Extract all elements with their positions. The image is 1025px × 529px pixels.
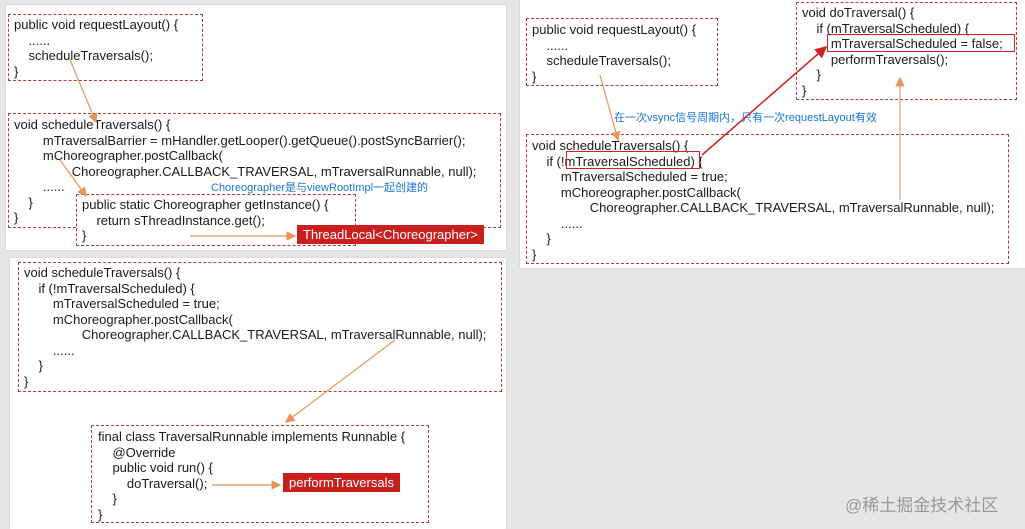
get-instance-code: public static Choreographer getInstance(… [82, 197, 328, 244]
code-line: } [24, 373, 29, 389]
code-line: final class TraversalRunnable implements… [98, 429, 406, 444]
arrow-choreographer-to-instance [59, 159, 87, 197]
code-line: void scheduleTraversals() { [532, 138, 689, 153]
code-line: } [82, 228, 87, 243]
code-line: } [532, 246, 537, 262]
code-line: } [14, 63, 19, 79]
code-line: public void requestLayout() { [532, 22, 697, 37]
not-scheduled-highlight [566, 151, 700, 169]
code-line: } [24, 358, 43, 373]
request-layout-code: public void requestLayout() { ...... sch… [14, 17, 178, 79]
code-line: @Override [98, 444, 176, 460]
false-highlight [827, 34, 1015, 52]
code-line: mTraversalScheduled = true; [24, 296, 220, 311]
schedule-traversals-code: void scheduleTraversals() { mTraversalBa… [14, 117, 476, 226]
code-line: } [14, 210, 19, 225]
schedule-traversals-code: void scheduleTraversals() { if (!mTraver… [532, 138, 994, 262]
code-line: } [14, 194, 33, 210]
code-line: ...... [532, 37, 569, 53]
code-line: if (!mTraversalScheduled) { [532, 153, 703, 169]
arrow-request-to-schedule-b [599, 74, 621, 142]
do-traversal-code: void doTraversal() { if (mTraversalSched… [802, 5, 1003, 98]
code-line: } [532, 68, 537, 84]
arrow-scheduled-to-false [701, 46, 828, 156]
code-line: scheduleTraversals(); [532, 53, 671, 68]
code-line: void scheduleTraversals() { [24, 265, 181, 280]
perform-traversals-tag: performTraversals [283, 473, 400, 492]
arrow-runnable-to-class [285, 339, 396, 423]
code-line: mChoreographer.postCallback( [24, 311, 233, 327]
schedule-traversals-box [526, 134, 1009, 264]
request-layout-box [526, 18, 718, 86]
code-line: ...... [24, 342, 75, 358]
code-line: void scheduleTraversals() { [14, 117, 171, 132]
code-line: } [802, 82, 807, 98]
schedule-traversals-box [18, 262, 502, 392]
do-traversal-box [796, 2, 1017, 100]
code-line: scheduleTraversals(); [14, 48, 153, 63]
panel-get-instance: public void requestLayout() { ...... sch… [6, 5, 506, 250]
code-line: } [802, 67, 821, 82]
threadlocal-tag: ThreadLocal<Choreographer> [297, 225, 484, 244]
code-line: mTraversalScheduled = false; [802, 36, 1003, 51]
request-layout-box [8, 14, 203, 81]
panel-traversal-runnable: void scheduleTraversals() { if (!mTraver… [10, 258, 506, 529]
code-line: performTraversals(); [802, 51, 949, 67]
code-line: mChoreographer.postCallback( [14, 148, 223, 163]
arrow-request-to-schedule-a [69, 59, 98, 124]
code-line: public static Choreographer getInstance(… [82, 197, 329, 212]
traversal-runnable-box [91, 425, 429, 523]
code-line: mChoreographer.postCallback( [532, 184, 741, 200]
code-line: Choreographer.CALLBACK_TRAVERSAL, mTrave… [14, 163, 477, 179]
code-line: if (!mTraversalScheduled) { [24, 280, 195, 296]
code-line: return sThreadInstance.get(); [82, 212, 265, 228]
code-line: mTraversalScheduled = true; [532, 169, 728, 184]
code-line: } [532, 231, 551, 246]
code-line: public void requestLayout() { [14, 17, 179, 32]
code-line: ...... [532, 215, 583, 231]
choreographer-note: Choreographer是与viewRootImpl一起创建的 [211, 182, 429, 194]
request-layout-code: public void requestLayout() { ...... sch… [532, 22, 696, 84]
code-line: Choreographer.CALLBACK_TRAVERSAL, mTrave… [24, 327, 487, 342]
code-line: } [98, 491, 117, 506]
site-watermark: @稀土掘金技术社区 [845, 496, 999, 515]
code-line: public void run() { [98, 460, 213, 475]
code-line: ...... [14, 32, 51, 48]
code-line: doTraversal(); [98, 475, 208, 491]
code-line: void doTraversal() { [802, 5, 915, 20]
schedule-traversals-code: void scheduleTraversals() { if (!mTraver… [24, 265, 486, 389]
code-line: Choreographer.CALLBACK_TRAVERSAL, mTrave… [532, 200, 995, 215]
panel-traversal-scheduled: public void requestLayout() { ...... sch… [520, 0, 1025, 268]
code-line: mTraversalBarrier = mHandler.getLooper()… [14, 132, 466, 148]
code-line: if (mTraversalScheduled) { [802, 20, 970, 36]
code-line: } [98, 506, 103, 522]
traversal-runnable-code: final class TraversalRunnable implements… [98, 429, 405, 522]
code-line: ...... [14, 179, 65, 194]
